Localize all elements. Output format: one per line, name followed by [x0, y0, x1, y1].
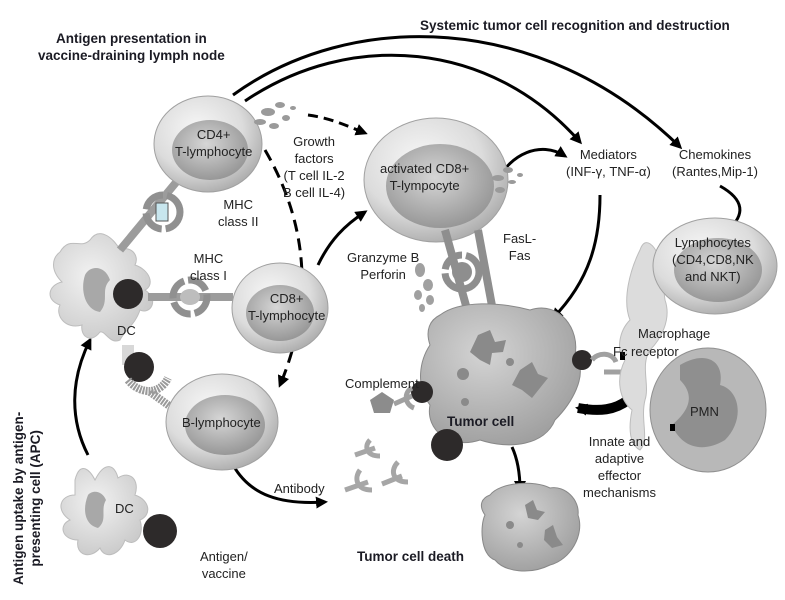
label-line: vaccine	[201, 566, 246, 581]
macrophage-cell	[619, 242, 668, 451]
label-line: class I	[190, 268, 227, 283]
label-line: Antigen/	[200, 549, 248, 564]
arrow-cd8-to-activated-cd8	[316, 210, 368, 266]
heading-lymph-node: Antigen presentation in vaccine-draining…	[38, 30, 225, 64]
heading-line: presenting cell (APC)	[28, 430, 43, 567]
label-line: Lymphocytes	[674, 235, 751, 250]
antigen-tumor-right	[572, 350, 592, 370]
label-effector-mechanisms: Innate and adaptive effector mechanisms	[583, 433, 656, 501]
label-line: (INF-γ, TNF-α)	[566, 164, 651, 179]
cd8-t-lymphocyte	[231, 262, 329, 354]
antigen-tumor-bottom	[431, 429, 463, 461]
dendritic-cell-lower	[60, 466, 149, 556]
label-line: Fas	[508, 248, 531, 263]
antigen-tumor-left	[411, 381, 433, 403]
label-line: (T cell IL-2	[283, 168, 345, 183]
label-fc-receptor: Fc receptor	[613, 344, 679, 359]
label-line: effector	[597, 468, 642, 483]
label-dc-upper: DC	[117, 323, 136, 338]
label-fasl-fas: FasL- Fas	[503, 230, 536, 264]
mhc-class-ii-complex	[116, 177, 184, 253]
heading-apc-uptake: Antigen uptake by antigen- presenting ce…	[10, 412, 44, 585]
pmn-cell	[649, 347, 767, 473]
label-line: Growth	[293, 134, 336, 149]
label-pmn: PMN	[690, 404, 719, 419]
arrow-dc-lower-to-dc-upper	[73, 337, 92, 456]
label-tumor-cell: Tumor cell	[447, 414, 515, 429]
label-line: MHC	[223, 197, 254, 212]
label-line: CD8+	[269, 291, 304, 306]
label-line: (Rantes,Mip-1)	[672, 164, 758, 179]
cd4-t-lymphocyte	[153, 95, 263, 193]
label-complement: Complement	[345, 376, 419, 391]
label-line: CD4+	[196, 127, 231, 142]
label-line: Granzyme B	[347, 250, 420, 265]
label-line: (CD4,CD8,NK	[672, 252, 754, 267]
heading-line: Antigen uptake by antigen-	[11, 411, 26, 585]
label-cd4: CD4+ T-lymphocyte	[175, 126, 252, 160]
label-line: Chemokines	[678, 147, 752, 162]
label-line: activated CD8+	[380, 161, 470, 176]
label-antibody: Antibody	[274, 481, 325, 496]
label-line: Mediators	[579, 147, 637, 162]
arrow-cd4-to-chemokines	[232, 35, 683, 150]
label-cd8: CD8+ T-lymphocyte	[248, 290, 325, 324]
lymphocytes-cell	[652, 217, 778, 315]
label-line: T-lympocyte	[389, 178, 460, 193]
label-mediators: Mediators (INF-γ, TNF-α)	[566, 146, 651, 180]
mhc-class-i-complex	[148, 276, 233, 318]
heading-line: vaccine-draining lymph node	[38, 48, 225, 63]
fc-bracket-1	[620, 352, 625, 360]
label-line: adaptive	[594, 451, 645, 466]
arrow-b-lymphocyte-antibody	[231, 464, 328, 509]
antigen-dc-upper	[113, 279, 143, 309]
cytokine-granules-cd8	[492, 167, 523, 193]
arrow-cd4-to-b-lymphocyte-dashed	[263, 149, 304, 388]
label-line: MHC	[193, 251, 224, 266]
arrow-cd4-to-activated-cd8-dashed	[307, 113, 368, 136]
label-mhc-class-ii: MHC class II	[218, 196, 258, 230]
label-granzyme-perforin: Granzyme B Perforin	[347, 249, 419, 283]
label-line: mechanisms	[583, 485, 656, 500]
antigen-vaccine-particle	[143, 514, 177, 548]
label-tumor-cell-death: Tumor cell death	[357, 549, 465, 564]
label-activated-cd8: activated CD8+ T-lympocyte	[380, 160, 469, 194]
label-line: Perforin	[360, 267, 406, 282]
arrow-mediators-to-tumor	[550, 194, 602, 321]
label-growth-factors: Growth factors (T cell IL-2 B cell IL-4)	[283, 133, 345, 201]
label-line: FasL-	[503, 231, 537, 246]
activated-cd8-t-lymphocyte	[363, 117, 509, 243]
bcr-receptor	[124, 375, 178, 414]
tumor-cell-shape	[420, 303, 581, 446]
label-line: B cell IL-4)	[283, 185, 346, 200]
complement-antibody	[392, 385, 416, 411]
label-line: T-lymphocyte	[175, 144, 253, 159]
cytokine-granules-cd4	[254, 102, 296, 129]
label-dc-lower: DC	[115, 501, 134, 516]
heading-systemic: Systemic tumor cell recognition and dest…	[420, 18, 730, 33]
arrow-effector-mechanisms	[575, 395, 632, 416]
fc-bracket-2	[670, 424, 675, 431]
label-line: class II	[218, 214, 259, 229]
antibodies	[344, 438, 409, 493]
label-line: and NKT)	[684, 269, 741, 284]
b-lymphocyte-cell	[165, 373, 279, 471]
label-line: T-lymphocyte	[248, 308, 326, 323]
antigen-dc-b	[124, 352, 154, 382]
label-line: factors	[294, 151, 334, 166]
label-chemokines: Chemokines (Rantes,Mip-1)	[672, 146, 758, 180]
arrow-cd4-to-mediators	[244, 53, 582, 145]
label-antigen-vaccine: Antigen/ vaccine	[200, 548, 248, 582]
label-lymphocytes: Lymphocytes (CD4,CD8,NK and NKT)	[672, 234, 754, 285]
heading-line: Antigen presentation in	[56, 31, 207, 46]
label-mhc-class-i: MHC class I	[190, 250, 227, 284]
dead-tumor-cell	[480, 482, 581, 572]
label-b-lymphocyte: B-lymphocyte	[182, 415, 261, 430]
granzyme-granules	[414, 263, 434, 312]
label-macrophage: Macrophage	[638, 326, 711, 341]
complement-protein	[370, 392, 394, 413]
label-line: Innate and	[588, 434, 651, 449]
